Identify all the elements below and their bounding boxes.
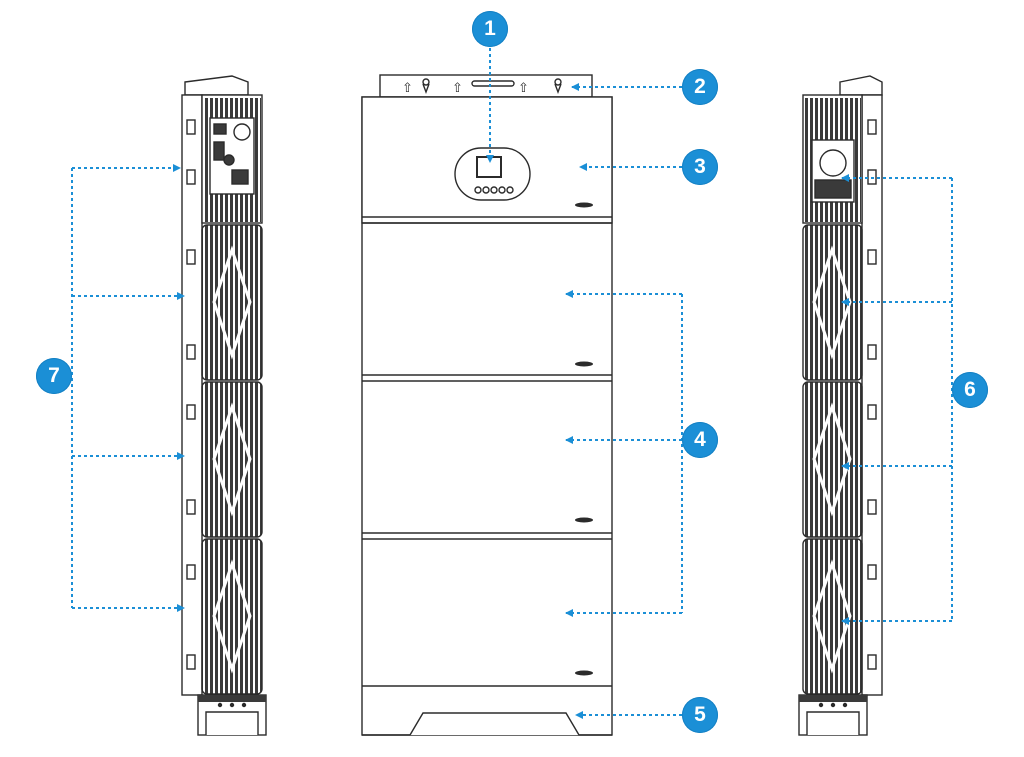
svg-text:⇧: ⇧ bbox=[518, 81, 529, 96]
front-view: ⇧ ⇧ ⇧ bbox=[361, 74, 613, 736]
right-side-view bbox=[798, 75, 883, 736]
right-battery-module-3 bbox=[802, 538, 863, 695]
left-battery-module-3 bbox=[201, 538, 263, 695]
leader-4 bbox=[565, 290, 683, 617]
callout-5: 5 bbox=[682, 697, 718, 733]
leader-lines bbox=[71, 48, 953, 719]
callout-7: 7 bbox=[36, 358, 72, 394]
svg-text:⇧: ⇧ bbox=[452, 81, 463, 96]
lcd-buttons bbox=[474, 186, 514, 194]
callout-6: 6 bbox=[952, 372, 988, 408]
callout-2: 2 bbox=[682, 69, 718, 105]
leader-7 bbox=[71, 164, 185, 612]
callout-1: 1 bbox=[472, 11, 508, 47]
left-side-view bbox=[181, 75, 267, 736]
callout-3: 3 bbox=[682, 149, 718, 185]
callout-4: 4 bbox=[682, 422, 718, 458]
left-battery-module-1 bbox=[201, 224, 263, 381]
right-battery-module-2 bbox=[802, 381, 863, 538]
leader-6 bbox=[841, 174, 953, 625]
svg-text:⇧: ⇧ bbox=[402, 81, 413, 96]
left-battery-module-2 bbox=[201, 381, 263, 538]
